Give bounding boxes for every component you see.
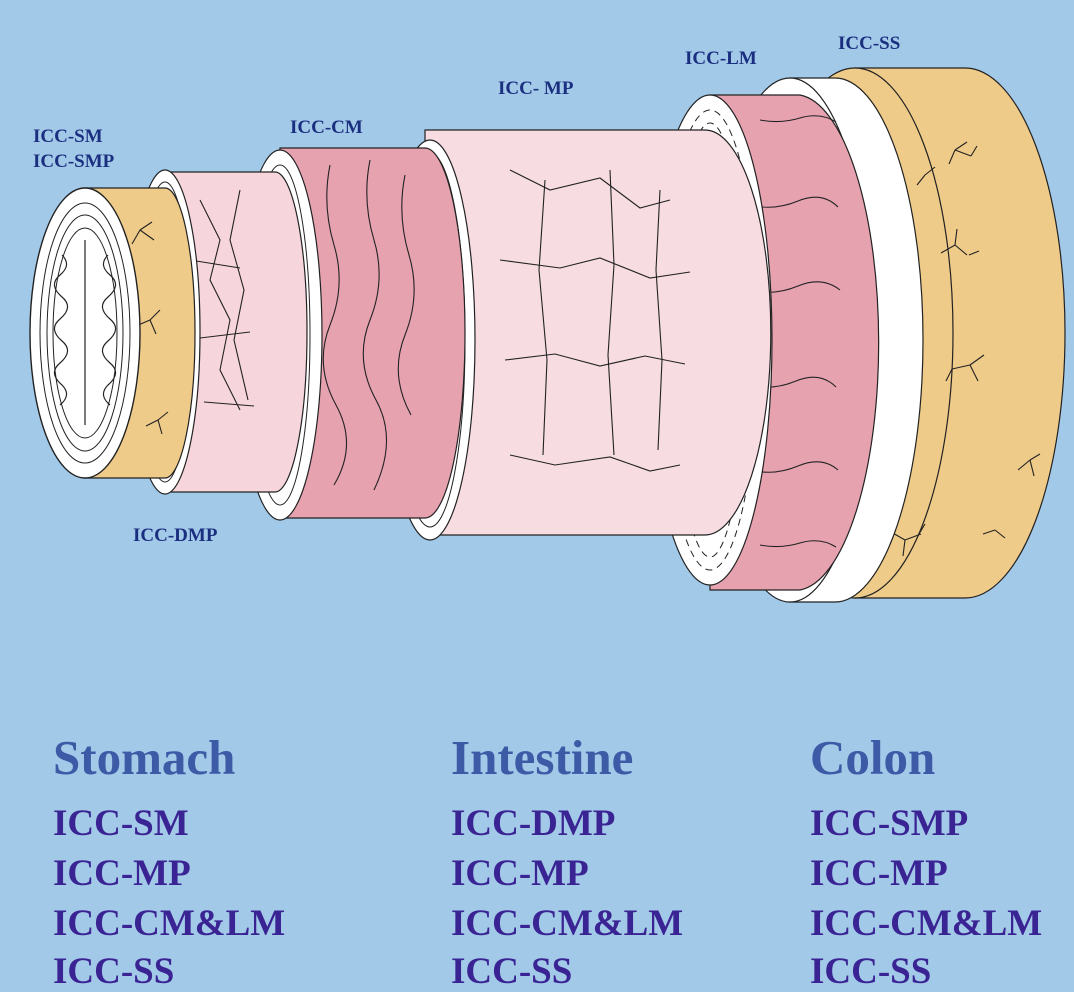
intestine-item: ICC-MP [451, 854, 589, 894]
colon-item: ICC-SMP [810, 804, 968, 844]
colon-item: ICC-MP [810, 854, 948, 894]
label-icc-dmp: ICC-DMP [133, 525, 217, 547]
label-icc-lm: ICC-LM [685, 48, 757, 70]
column-heading-intestine: Intestine [451, 732, 633, 784]
stomach-item: ICC-MP [53, 854, 191, 894]
column-heading-stomach: Stomach [53, 732, 235, 784]
label-icc-cm: ICC-CM [290, 117, 363, 139]
label-icc-sm: ICC-SM [33, 126, 103, 148]
mucosa-cross-section [30, 188, 140, 478]
stomach-item: ICC-SS [53, 952, 174, 992]
stomach-item: ICC-CM&LM [53, 904, 285, 944]
colon-item: ICC-CM&LM [810, 904, 1042, 944]
myenteric-plexus-layer [425, 130, 771, 535]
intestine-item: ICC-DMP [451, 804, 615, 844]
label-icc-ss: ICC-SS [838, 33, 900, 55]
colon-item: ICC-SS [810, 952, 931, 992]
intestine-item: ICC-CM&LM [451, 904, 683, 944]
label-icc-smp: ICC-SMP [33, 151, 114, 173]
intestine-item: ICC-SS [451, 952, 572, 992]
stomach-item: ICC-SM [53, 804, 189, 844]
label-icc-mp: ICC- MP [498, 78, 573, 100]
column-heading-colon: Colon [810, 732, 935, 784]
